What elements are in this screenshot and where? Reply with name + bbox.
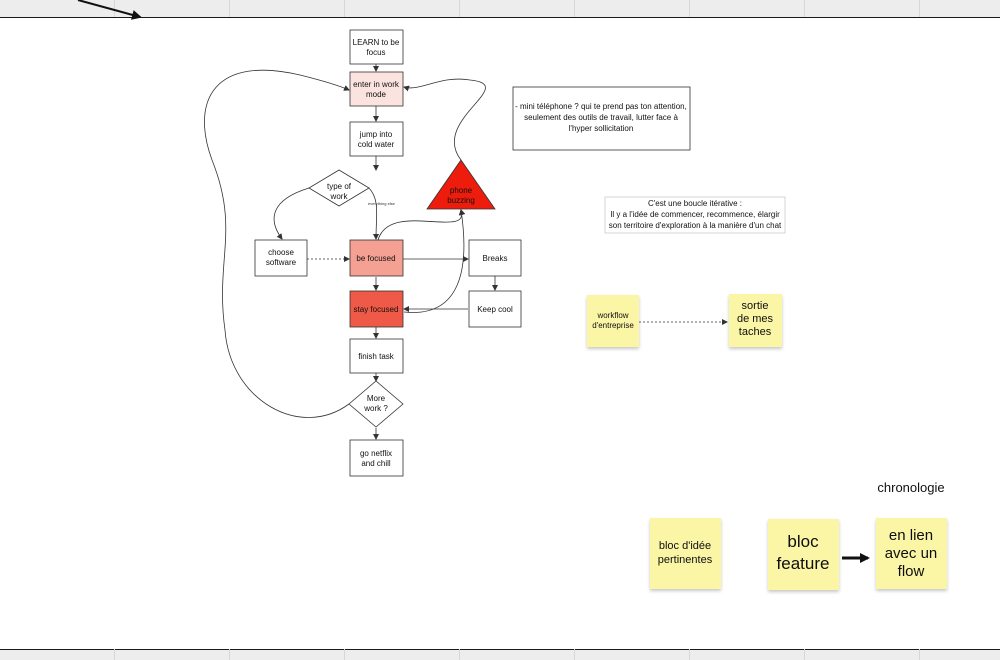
note-phone[interactable]: - mini téléphone ? qui te prend pas ton … [512, 86, 691, 151]
flow-edges [204, 64, 498, 440]
node-be-focused[interactable]: be focused [349, 239, 404, 277]
node-learn[interactable]: LEARN to be focus [349, 29, 404, 65]
node-enter-line1: enter in work [353, 80, 400, 89]
note-loop-line3: son territoire d'exploration à la manièr… [609, 221, 782, 230]
sticky-sortie[interactable]: sortie de mes taches [729, 294, 782, 347]
sticky-bloc-feature[interactable]: bloc feature [768, 519, 839, 590]
sticky-en-lien-line1: en lien [889, 527, 933, 544]
node-more-line2: work ? [363, 404, 388, 413]
sticky-workflow[interactable]: workflow d'entreprise [587, 295, 639, 347]
edge-phone-enter [403, 78, 486, 161]
node-jump-line1: jump into [359, 130, 393, 139]
node-breaks[interactable]: Breaks [468, 239, 522, 277]
sticky-sortie-line3: taches [739, 326, 772, 338]
sticky-en-lien-line2: avec un [885, 545, 938, 562]
note-loop-line2: Il y a l'idée de commencer, recommence, … [610, 210, 780, 219]
node-choose-line1: choose [268, 248, 294, 257]
node-stay-line1: stay focused [354, 305, 399, 314]
node-jump-line2: cold water [358, 140, 395, 149]
chronologie-label: chronologie [877, 480, 944, 495]
node-keep-cool[interactable]: Keep cool [468, 290, 522, 328]
sticky-bloc-feature-line1: bloc [787, 532, 819, 551]
sticky-en-lien[interactable]: en lien avec un flow [876, 518, 947, 589]
note-phone-line1: - mini téléphone ? qui te prend pas ton … [515, 102, 687, 111]
node-go-netflix[interactable]: go netflix and chill [349, 439, 404, 477]
sticky-workflow-line2: d'entreprise [592, 321, 634, 330]
node-enter-line2: mode [366, 90, 387, 99]
node-jump-cold-water[interactable]: jump into cold water [349, 121, 404, 157]
node-phone-line2: buzzing [447, 196, 475, 205]
sticky-sortie-line1: sortie [742, 300, 769, 312]
note-phone-line2: seulement des outils de travail, lutter … [524, 113, 678, 122]
node-netflix-line2: and chill [361, 459, 391, 468]
sticky-bloc-idee-line1: bloc d'idée [659, 540, 711, 552]
edge-label-everything-else: everything else [368, 201, 396, 206]
sticky-bloc-idee[interactable]: bloc d'idée pertinentes [650, 518, 721, 589]
node-cool-line1: Keep cool [477, 305, 513, 314]
note-loop[interactable]: C'est une boucle itérative : Il y a l'id… [604, 196, 786, 234]
sticky-bloc-feature-line2: feature [777, 554, 830, 573]
node-type-of-work-diamond[interactable]: type of work [308, 169, 370, 207]
node-breaks-line1: Breaks [483, 254, 508, 263]
node-finish-line1: finish task [358, 352, 395, 361]
node-choose-software[interactable]: choose software [254, 239, 308, 277]
node-enter-work-mode[interactable]: enter in work mode [349, 71, 404, 107]
node-type-line2: work [330, 192, 349, 201]
node-choose-line2: software [266, 258, 297, 267]
node-netflix-line1: go netflix [360, 449, 392, 458]
node-stay-focused[interactable]: stay focused [349, 290, 404, 328]
sticky-en-lien-line3: flow [898, 563, 925, 580]
node-phone-buzzing-triangle[interactable]: phone buzzing [426, 159, 496, 210]
edge-focused-phone [377, 209, 466, 241]
node-type-line1: type of [327, 182, 352, 191]
stray-arrow [77, 0, 142, 20]
edge-stay-phone [403, 209, 465, 313]
canvas-bottom-strip [0, 649, 1000, 660]
note-phone-line3: l'hyper sollicitation [569, 124, 634, 133]
node-finish-task[interactable]: finish task [349, 338, 404, 374]
node-learn-line2: focus [366, 48, 385, 57]
node-learn-line1: LEARN to be [353, 38, 400, 47]
edge-type-focused [368, 187, 380, 240]
sticky-workflow-line1: workflow [596, 311, 628, 320]
edge-type-choose [273, 187, 310, 240]
sticky-bloc-idee-line2: pertinentes [658, 554, 713, 566]
node-phone-line1: phone [450, 186, 473, 195]
canvas-top-strip [0, 0, 1000, 17]
sticky-sortie-line2: de mes [737, 313, 774, 325]
note-loop-line1: C'est une boucle itérative : [648, 199, 742, 208]
edge-more-enter-loop [204, 69, 350, 418]
node-more-work-diamond[interactable]: More work ? [348, 380, 404, 428]
node-more-line1: More [367, 394, 386, 403]
node-focused-line1: be focused [356, 254, 395, 263]
